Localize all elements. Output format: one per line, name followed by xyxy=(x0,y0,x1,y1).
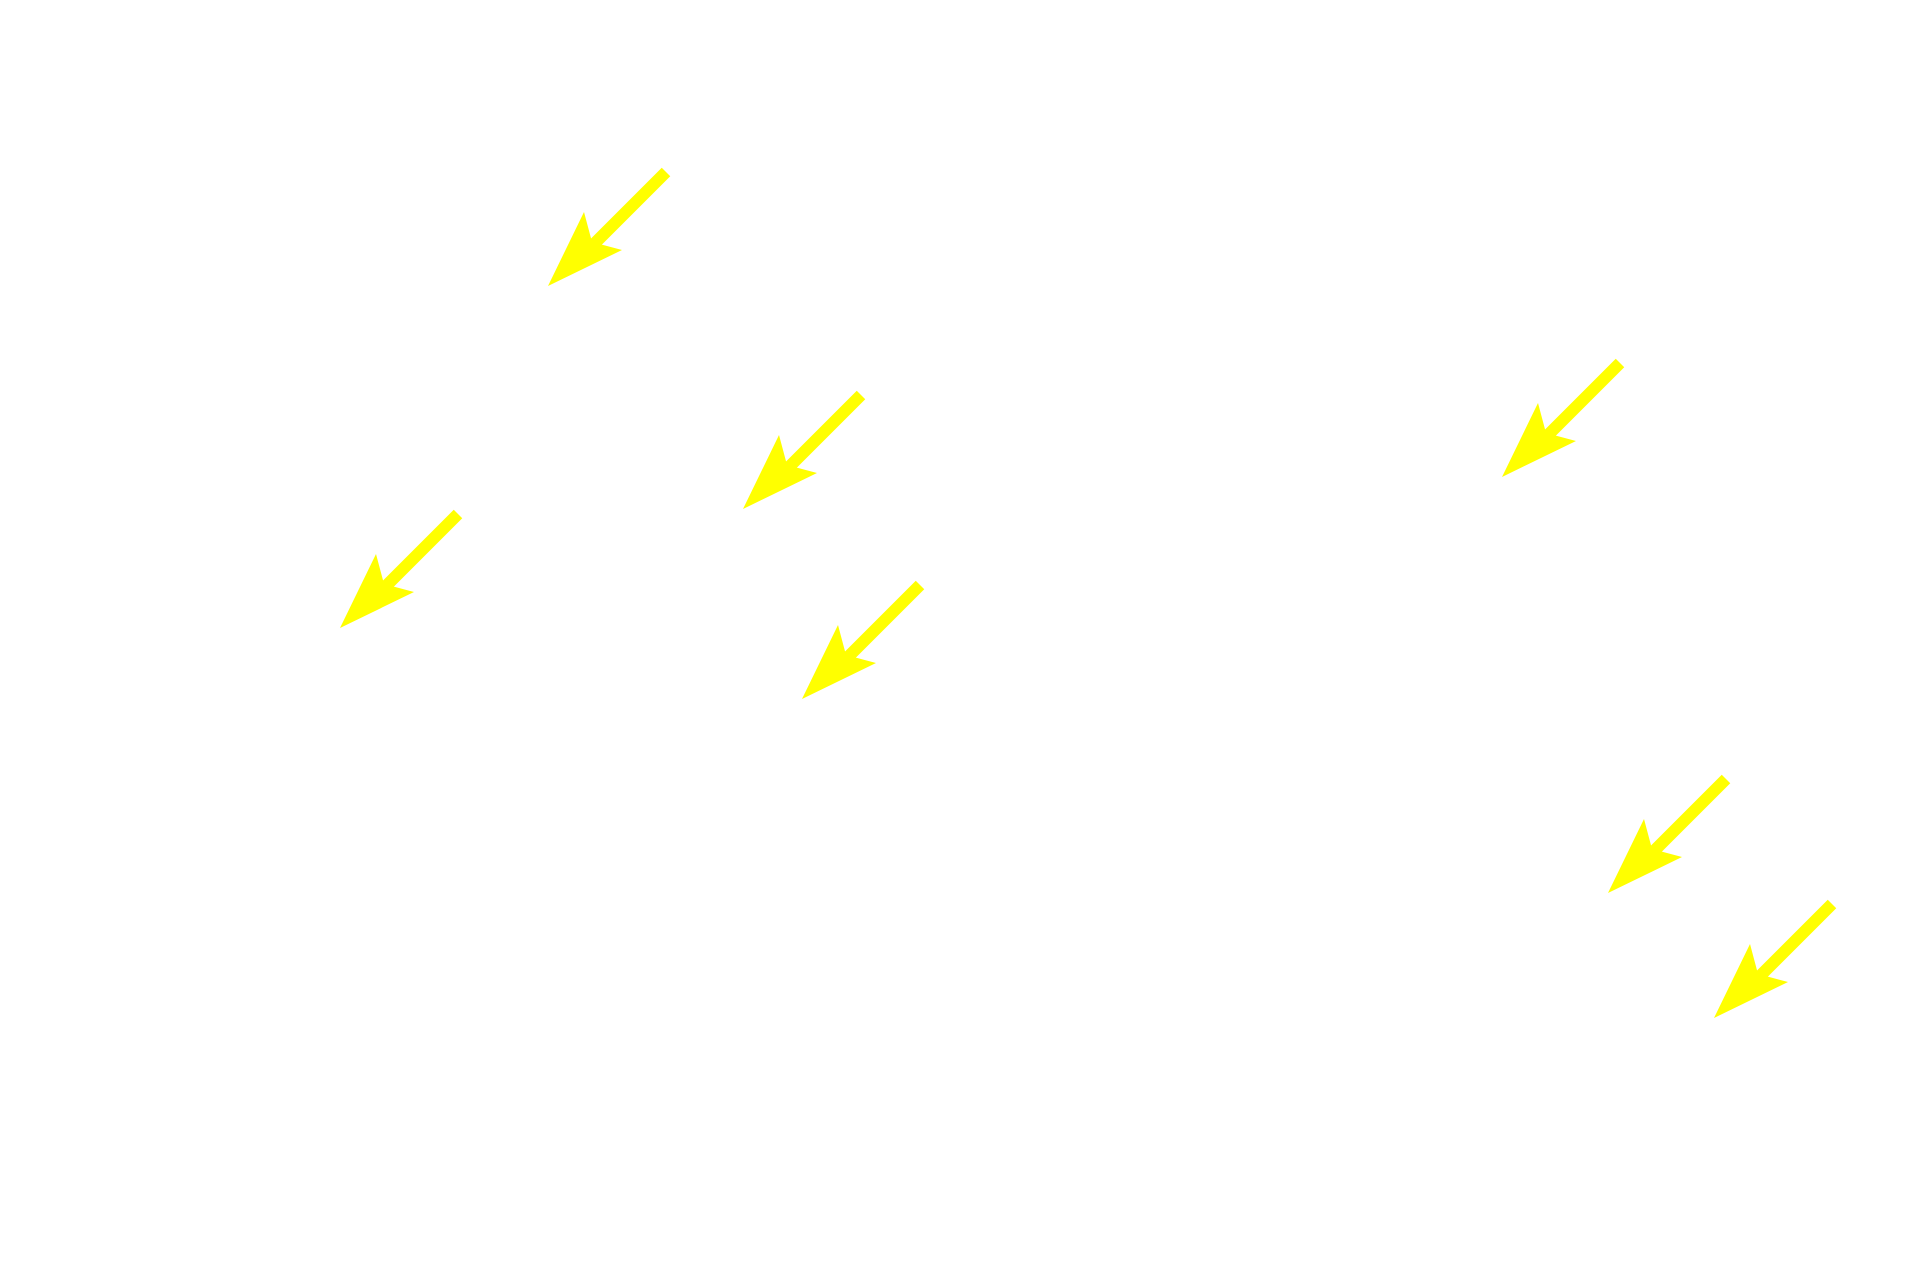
arrow-down-left-icon xyxy=(548,164,696,312)
arrow-down-left-icon-graphic xyxy=(548,167,671,286)
arrow-down-left-icon-graphic xyxy=(340,509,463,628)
arrow-down-left-icon xyxy=(340,506,488,654)
arrow-down-left-icon xyxy=(802,577,950,725)
arrow-down-left-icon xyxy=(1608,771,1756,919)
arrow-down-left-icon-graphic xyxy=(802,580,925,699)
arrow-down-left-icon-graphic xyxy=(743,390,866,509)
arrow-down-left-icon-graphic xyxy=(1714,899,1837,1018)
arrow-down-left-icon xyxy=(743,387,891,535)
arrow-down-left-icon xyxy=(1502,355,1650,503)
arrow-down-left-icon-graphic xyxy=(1502,358,1625,477)
arrow-down-left-icon xyxy=(1714,896,1862,1044)
arrow-down-left-icon-graphic xyxy=(1608,774,1731,893)
